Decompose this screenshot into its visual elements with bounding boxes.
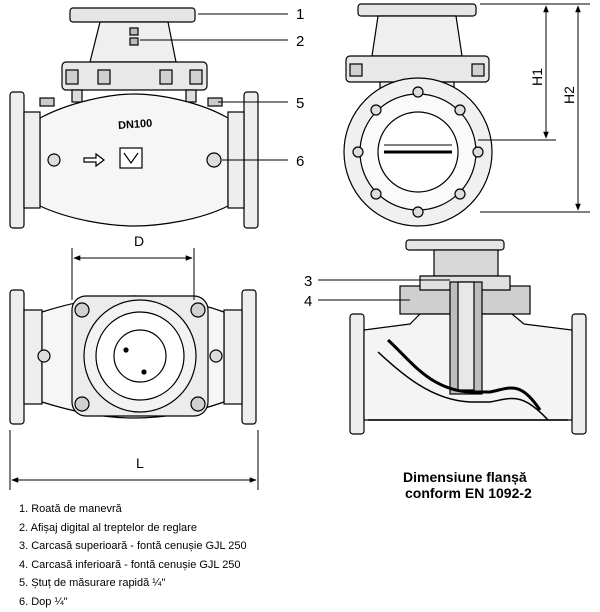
flange-note-line1: Dimensiune flanșă [403, 469, 527, 485]
size-marking: DN100 [118, 118, 153, 132]
flange-note-line2: conform EN 1092-2 [405, 485, 532, 501]
legend-item: 2. Afișaj digital al treptelor de reglar… [19, 521, 197, 534]
parts-legend: 1. Roată de manevră 2. Afișaj digital al… [19, 500, 439, 612]
callout-leaders-front [140, 13, 288, 161]
section-view [349, 239, 587, 435]
legend-item: 6. Dop ¼" [19, 595, 68, 608]
manufacturer-logo [119, 147, 143, 169]
dim-d: D [134, 233, 144, 249]
length-dimensions [9, 248, 259, 490]
front-view [9, 7, 259, 229]
callout-5: 5 [296, 95, 304, 112]
flange-bolt-holes [352, 86, 484, 218]
callout-2: 2 [296, 33, 304, 50]
plug [47, 153, 61, 167]
side-view [343, 3, 493, 227]
callout-6: 6 [296, 153, 304, 170]
callout-1: 1 [296, 6, 304, 23]
digital-display [129, 27, 139, 46]
legend-item: 3. Carcasă superioară - fontă cenușie GJ… [19, 540, 247, 553]
callout-leaders-section [318, 279, 450, 301]
dim-h2: H2 [561, 86, 577, 104]
bonnet-flange [61, 61, 208, 91]
legend-item: 5. Ștuț de măsurare rapidă ¼" [19, 577, 166, 590]
legend-item: 1. Roată de manevră [19, 503, 122, 515]
flow-arrow [83, 152, 105, 168]
top-view [9, 289, 257, 425]
dim-h1: H1 [529, 68, 545, 86]
callout-4: 4 [304, 293, 312, 310]
plug [206, 152, 222, 168]
callout-3: 3 [304, 273, 312, 290]
height-dimensions [478, 3, 590, 213]
handwheel [69, 7, 196, 23]
dim-l: L [136, 455, 144, 471]
flange-left [9, 91, 25, 229]
legend-item: 4. Carcasă inferioară - fontă cenușie GJ… [19, 558, 241, 571]
